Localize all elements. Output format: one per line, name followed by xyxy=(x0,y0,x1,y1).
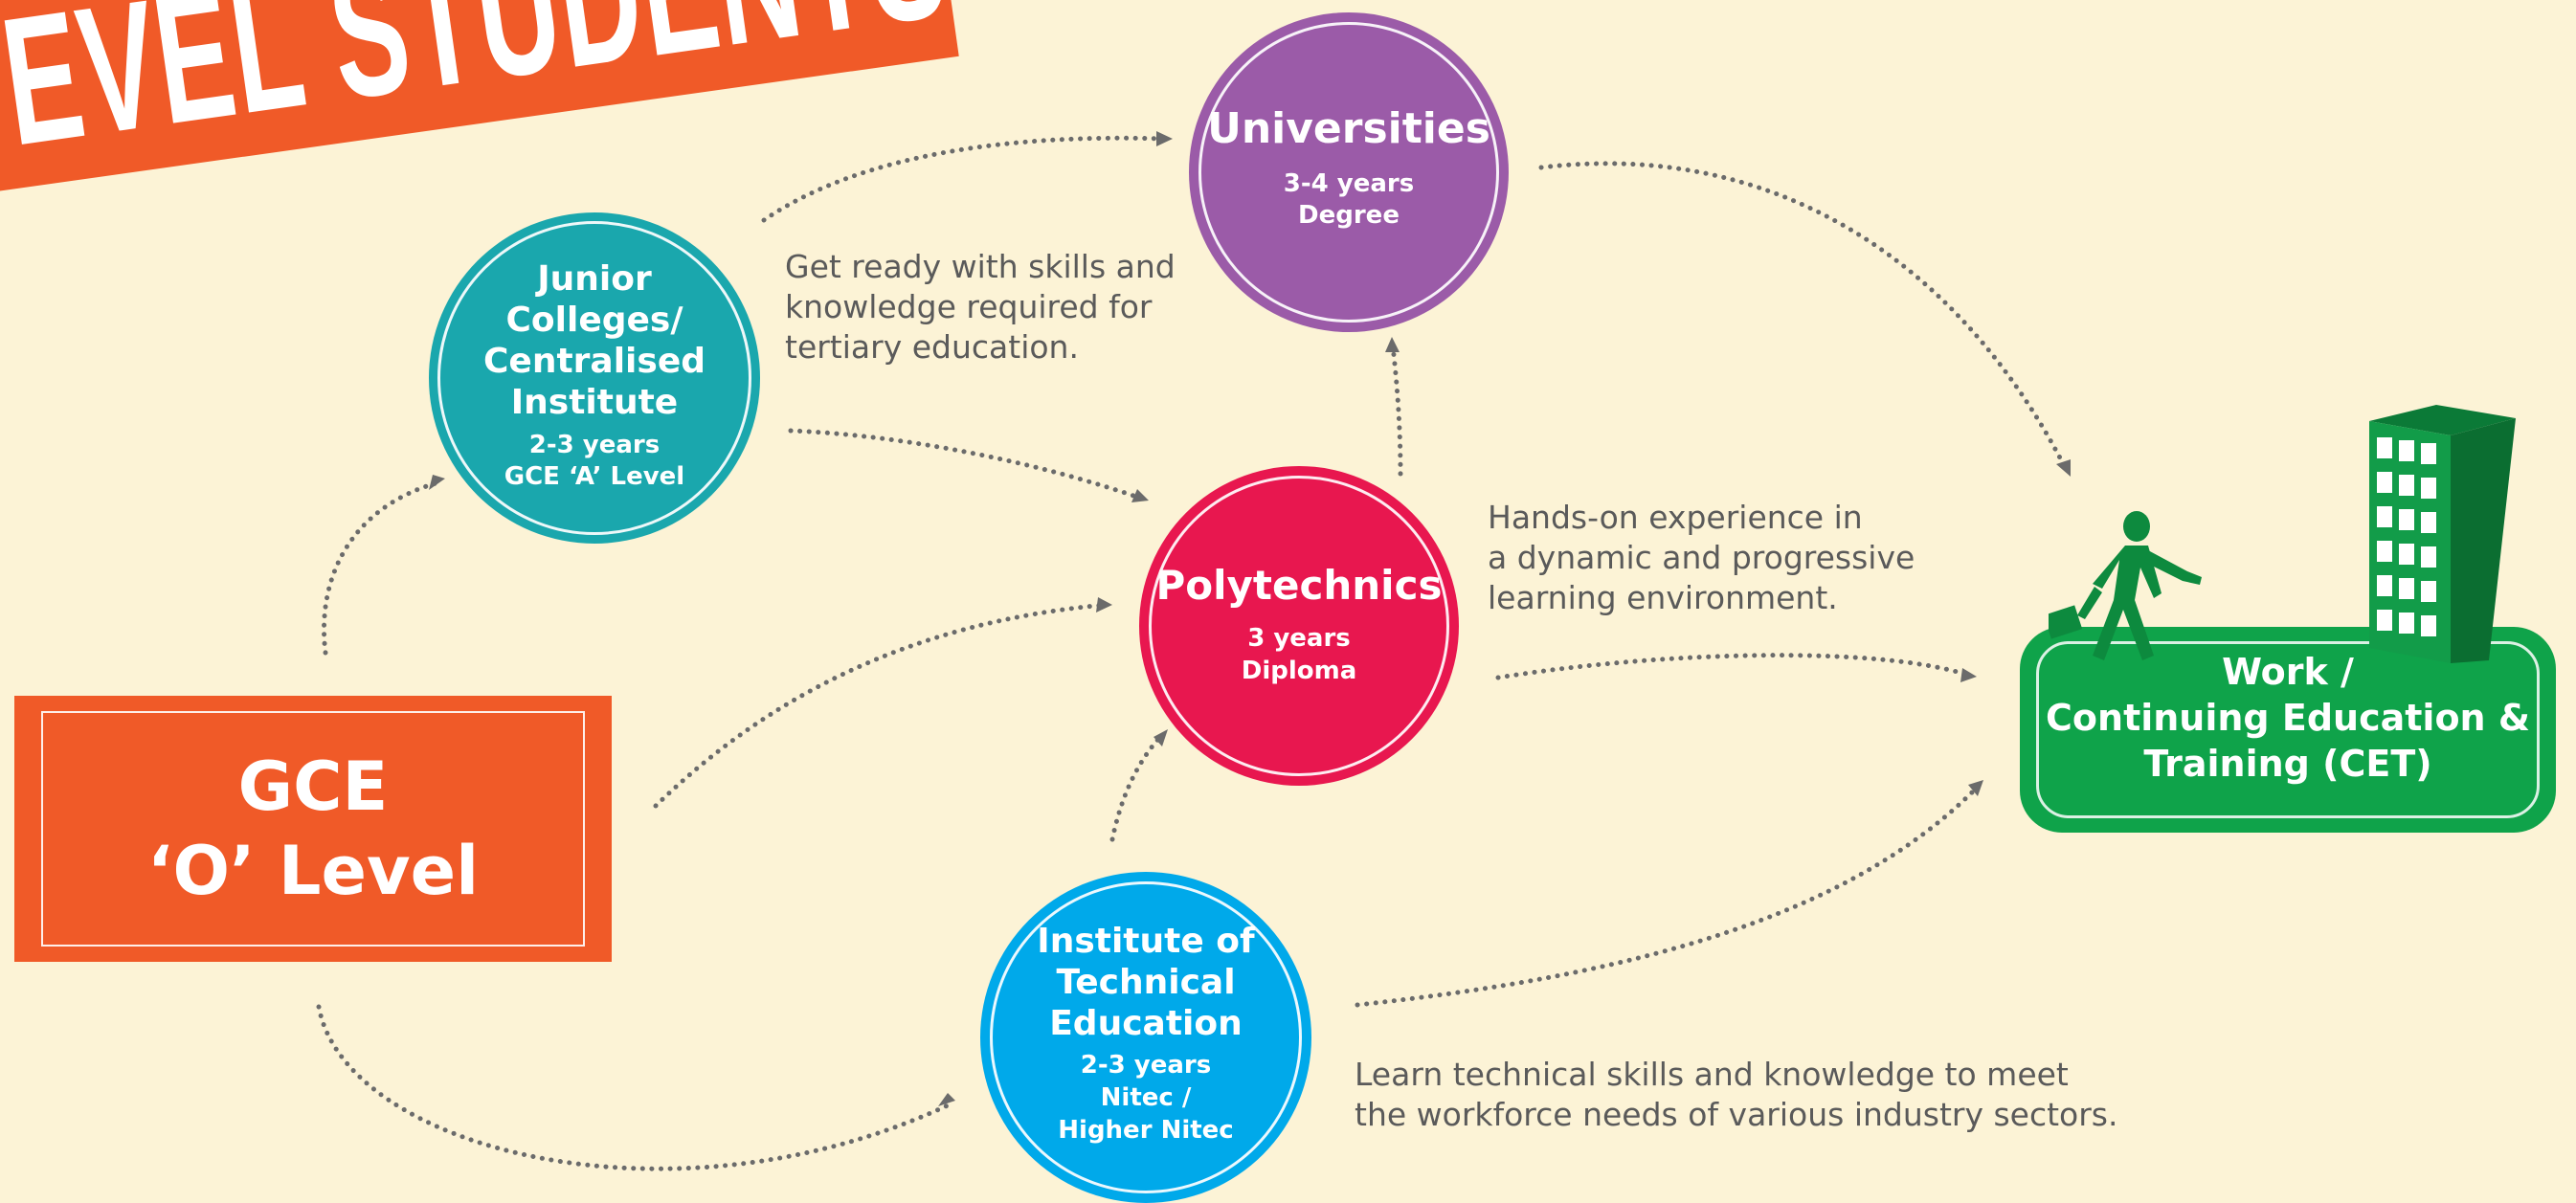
poly-description-line-2: a dynamic and progressive xyxy=(1488,539,1915,576)
ite-title-line-1: Institute of xyxy=(1037,921,1255,961)
node-polytechnics: Polytechnics 3 years Diploma xyxy=(1139,466,1459,786)
ite-description-line-1: Learn technical skills and knowledge to … xyxy=(1355,1056,2069,1093)
poly-description: Hands-on experience in a dynamic and pro… xyxy=(1488,498,1915,618)
ite-title-line-3: Education xyxy=(1049,1003,1243,1043)
arrowhead-poly-from-olevel xyxy=(1096,597,1112,613)
arrowhead-uni-from-jc xyxy=(1156,131,1173,146)
ite-title-line-2: Technical xyxy=(1056,962,1236,1002)
arrow-poly-to-uni xyxy=(1390,344,1403,477)
arrowhead-uni-from-poly xyxy=(1385,337,1400,352)
arrow-poly-to-work xyxy=(1495,653,1970,680)
arrowhead-work-from-poly xyxy=(1960,668,1977,682)
arrow-olevel-to-jc xyxy=(322,480,438,656)
jc-description-line-3: tertiary education. xyxy=(785,328,1079,366)
ite-description-line-2: the workforce needs of various industry … xyxy=(1355,1096,2118,1133)
arrowhead-poly-from-jc xyxy=(1131,489,1149,502)
poly-qualification: Diploma xyxy=(1241,657,1357,686)
arrowhead-work-from-uni xyxy=(2056,459,2071,477)
work-cet-inner-frame xyxy=(2036,641,2540,818)
jc-description-line-2: knowledge required for xyxy=(785,288,1153,325)
arrow-ite-to-work xyxy=(1355,785,1980,1008)
arrow-uni-to-work xyxy=(1538,161,2068,470)
poly-description-line-3: learning environment. xyxy=(1488,579,1838,616)
arrowhead-work-from-ite xyxy=(1968,780,1983,796)
work-line-1: Work / xyxy=(2222,651,2354,693)
work-cet-box xyxy=(2020,627,2556,833)
arrow-jc-to-poly xyxy=(788,428,1142,501)
uni-title: Universities xyxy=(1207,103,1490,153)
arrowhead-ite-from-olevel xyxy=(938,1093,955,1106)
node-junior-colleges: Junior Colleges/ Centralised Institute 2… xyxy=(429,212,760,544)
arrowhead-poly-from-ite xyxy=(1154,729,1168,746)
work-line-2: Continuing Education & xyxy=(2046,697,2530,739)
gce-o-level-box: GCE ‘O’ Level xyxy=(14,696,612,962)
jc-qualification: GCE ‘A’ Level xyxy=(504,462,685,492)
uni-qualification: Degree xyxy=(1298,201,1400,231)
jc-title-line-2: Colleges/ xyxy=(505,301,683,341)
poly-description-line-1: Hands-on experience in xyxy=(1488,499,1863,536)
ite-duration: 2-3 years xyxy=(1080,1051,1212,1080)
jc-description-line-1: Get ready with skills and xyxy=(785,248,1176,285)
jc-title-line-1: Junior xyxy=(537,258,652,299)
work-line-3: Training (CET) xyxy=(2143,743,2432,785)
node-universities: Universities 3-4 years Degree xyxy=(1189,12,1509,332)
node-ite: Institute of Technical Education 2-3 yea… xyxy=(980,872,1311,1203)
jc-title-line-3: Centralised xyxy=(482,342,706,382)
arrow-jc-to-uni xyxy=(761,135,1166,223)
arrow-olevel-to-poly xyxy=(653,602,1109,809)
uni-duration: 3-4 years xyxy=(1283,168,1415,198)
gce-o-level-line-1: GCE xyxy=(237,747,389,826)
arrow-olevel-to-ite xyxy=(316,1004,951,1171)
gce-o-level-inner-frame: GCE ‘O’ Level xyxy=(41,711,585,947)
ite-description: Learn technical skills and knowledge to … xyxy=(1355,1055,2118,1135)
person-walking-to-building-icon xyxy=(2049,405,2516,663)
poly-duration: 3 years xyxy=(1247,624,1351,654)
jc-title-line-4: Institute xyxy=(510,383,679,423)
poly-title: Polytechnics xyxy=(1155,562,1443,609)
gce-o-level-line-2: ‘O’ Level xyxy=(146,832,480,910)
work-cet-label: Work / Continuing Education & Training (… xyxy=(2020,649,2556,787)
ite-qualification-2: Higher Nitec xyxy=(1058,1115,1234,1145)
jc-duration: 2-3 years xyxy=(528,430,661,459)
arrowhead-jc xyxy=(429,475,445,490)
ite-qualification: Nitec / xyxy=(1100,1082,1192,1112)
jc-description: Get ready with skills and knowledge requ… xyxy=(785,247,1176,368)
arrow-ite-to-poly xyxy=(1109,734,1163,842)
